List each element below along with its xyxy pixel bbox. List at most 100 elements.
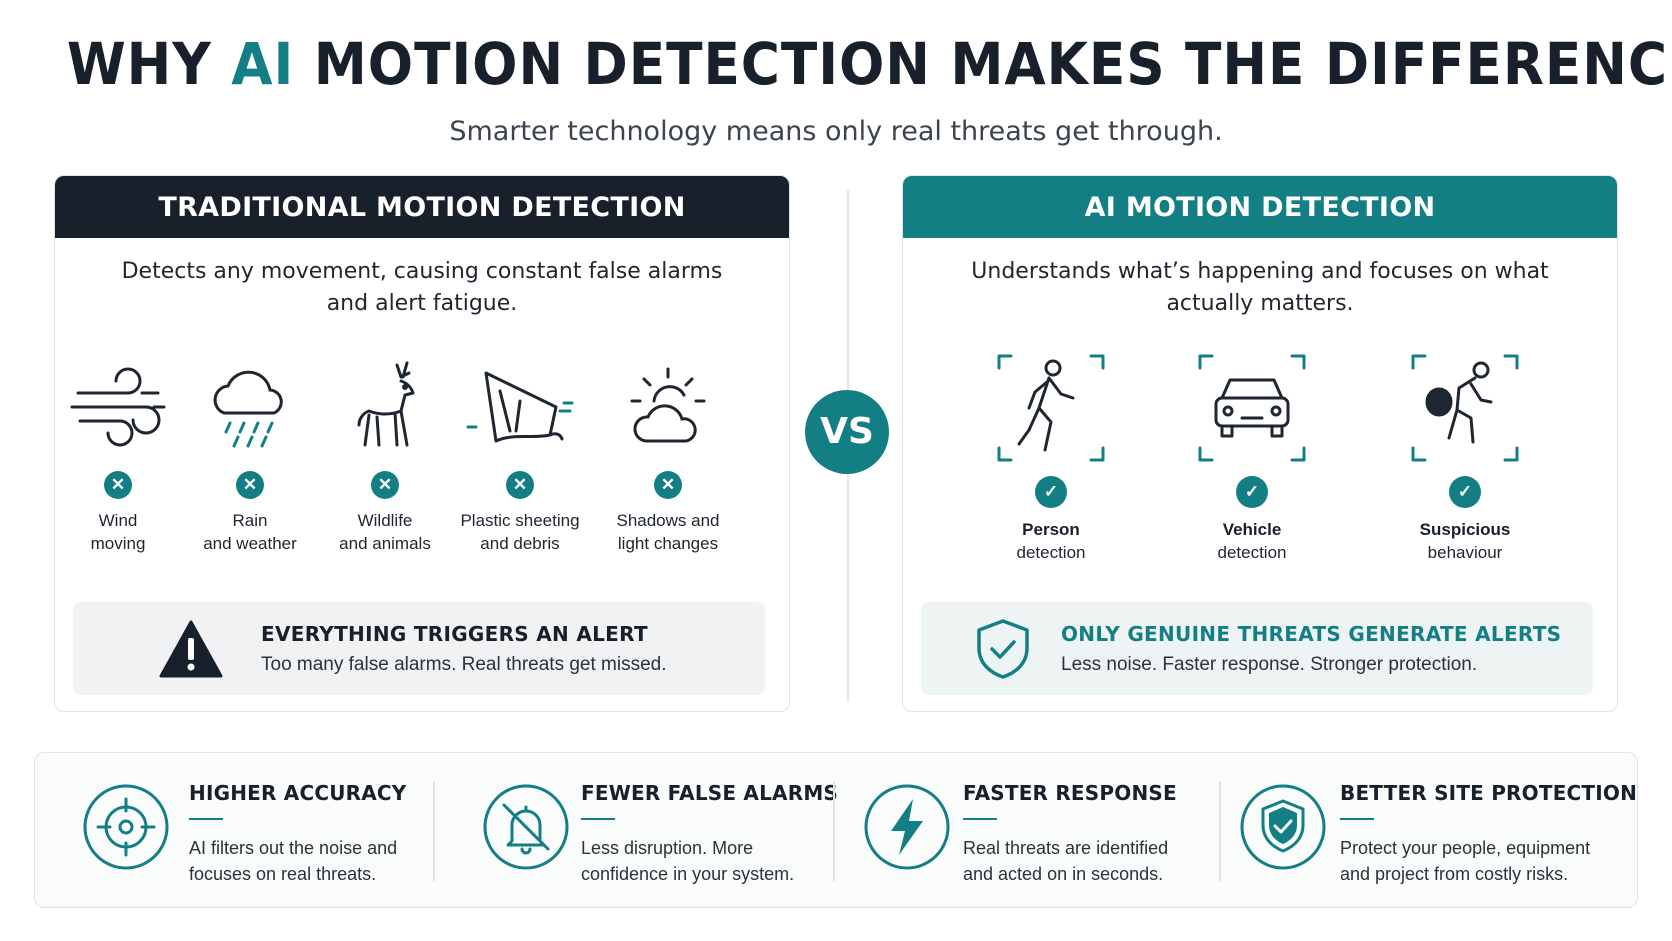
- x-circle-icon: ✕: [654, 471, 682, 499]
- trad-item-wildlife: ✕ Wildlife and animals: [310, 351, 460, 555]
- desc-line1: Protect your people, equipment: [1340, 838, 1591, 858]
- trad-item-label: Wildlife and animals: [310, 509, 460, 555]
- trad-item-label: Wind moving: [55, 509, 193, 555]
- benefit-underline: [1340, 818, 1374, 820]
- item-line2: and weather: [203, 534, 297, 553]
- item-line2: detection: [1016, 543, 1086, 562]
- item-line2: behaviour: [1427, 543, 1503, 562]
- x-circle-icon: ✕: [236, 471, 264, 499]
- person-walking-icon: [997, 354, 1105, 462]
- check-circle-icon: ✓: [1236, 476, 1268, 508]
- trad-item-rain: ✕ Rain and weather: [175, 351, 325, 555]
- benefit-false-alarms: FEWER FALSE ALARMS Less disruption. More…: [433, 753, 838, 909]
- benefit-separator: [833, 781, 835, 881]
- ai-item-label: Person detection: [976, 518, 1126, 564]
- benefit-accuracy: HIGHER ACCURACY AI filters out the noise…: [35, 753, 433, 909]
- ai-item-label: Vehicle detection: [1177, 518, 1327, 564]
- trad-item-plastic: ✕ Plastic sheeting and debris: [445, 351, 595, 555]
- wind-icon: [70, 367, 166, 447]
- traditional-panel: TRADITIONAL MOTION DETECTION Detects any…: [54, 175, 790, 712]
- divider-top: [847, 190, 849, 390]
- ai-heading: AI MOTION DETECTION: [903, 176, 1617, 238]
- page-title: WHY AI MOTION DETECTION MAKES THE DIFFER…: [66, 30, 1672, 98]
- deer-icon: [357, 361, 415, 447]
- benefit-faster: FASTER RESPONSE Real threats are identif…: [833, 753, 1219, 909]
- item-line1: Person: [1022, 520, 1080, 539]
- item-line1: Wildlife: [357, 511, 413, 530]
- desc-line1: Real threats are identified: [963, 838, 1169, 858]
- ai-items: ✓ Person detection ✓ Vehicle detection: [903, 351, 1617, 601]
- desc-line1: Less disruption. More: [581, 838, 754, 858]
- traditional-heading: TRADITIONAL MOTION DETECTION: [55, 176, 789, 238]
- trad-item-shadows: ✕ Shadows and light changes: [593, 351, 743, 555]
- page-subtitle: Smarter technology means only real threa…: [449, 116, 1223, 147]
- trad-item-label: Shadows and light changes: [593, 509, 743, 555]
- ai-item-person: ✓ Person detection: [976, 348, 1126, 564]
- desc-line2: confidence in your system.: [581, 864, 795, 884]
- lightning-icon: [864, 784, 950, 870]
- callout-text: Too many false alarms. Real threats get …: [261, 654, 667, 675]
- benefit-title: FEWER FALSE ALARMS: [581, 781, 839, 805]
- ai-callout: ONLY GENUINE THREATS GENERATE ALERTS Les…: [921, 602, 1593, 695]
- item-line1: Wind: [98, 511, 138, 530]
- item-line1: Rain: [232, 511, 268, 530]
- bell-off-icon: [483, 784, 569, 870]
- sun-cloud-icon: [630, 367, 706, 443]
- desc-line2: focuses on real threats.: [189, 864, 377, 884]
- desc-line2: and project from costly risks.: [1340, 864, 1569, 884]
- item-line2: detection: [1217, 543, 1287, 562]
- trad-item-label: Rain and weather: [175, 509, 325, 555]
- benefit-underline: [581, 818, 615, 820]
- traditional-description: Detects any movement, causing constant f…: [121, 259, 723, 316]
- item-line1: Plastic sheeting: [460, 511, 580, 530]
- warning-icon: [159, 620, 223, 678]
- shield-check-icon: [977, 619, 1029, 679]
- divider-bottom: [847, 474, 849, 702]
- trad-item-wind: ✕ Wind moving: [55, 351, 193, 555]
- title-pre: WHY: [66, 30, 232, 98]
- vs-badge: VS: [805, 390, 889, 474]
- benefits-bar: HIGHER ACCURACY AI filters out the noise…: [34, 752, 1638, 908]
- item-line1: Vehicle: [1222, 520, 1282, 539]
- x-circle-icon: ✕: [506, 471, 534, 499]
- benefit-title: HIGHER ACCURACY: [189, 781, 407, 805]
- item-line2: and debris: [480, 534, 560, 553]
- callout-text: Less noise. Faster response. Stronger pr…: [1061, 654, 1478, 675]
- x-circle-icon: ✕: [371, 471, 399, 499]
- x-circle-icon: ✕: [104, 471, 132, 499]
- callout-title: EVERYTHING TRIGGERS AN ALERT: [261, 622, 648, 646]
- trad-item-label: Plastic sheeting and debris: [445, 509, 595, 555]
- desc-line2: and acted on in seconds.: [963, 864, 1164, 884]
- benefit-title: BETTER SITE PROTECTION: [1340, 781, 1638, 805]
- title-post: MOTION DETECTION MAKES THE DIFFERENCE: [294, 30, 1672, 98]
- item-line2: and animals: [339, 534, 431, 553]
- benefit-description: Protect your people, equipment and projec…: [1340, 835, 1620, 887]
- title-accent: AI: [231, 30, 295, 98]
- crosshair-icon: [83, 784, 169, 870]
- benefit-underline: [963, 818, 997, 820]
- benefit-description: Less disruption. More confidence in your …: [581, 835, 821, 887]
- item-line2: light changes: [617, 534, 719, 553]
- ai-item-suspicious: ✓ Suspicious behaviour: [1390, 348, 1540, 564]
- ai-panel: AI MOTION DETECTION Understands what’s h…: [902, 175, 1618, 712]
- ai-item-vehicle: ✓ Vehicle detection: [1177, 348, 1327, 564]
- check-circle-icon: ✓: [1449, 476, 1481, 508]
- benefit-separator: [1219, 781, 1221, 881]
- item-line1: Shadows and: [616, 511, 720, 530]
- benefit-description: Real threats are identified and acted on …: [963, 835, 1203, 887]
- desc-line1: AI filters out the noise and: [189, 838, 398, 858]
- ai-description: Understands what’s happening and focuses…: [971, 259, 1549, 316]
- benefit-separator: [433, 781, 435, 881]
- car-icon: [1198, 354, 1306, 462]
- benefit-protection: BETTER SITE PROTECTION Protect your peop…: [1219, 753, 1637, 909]
- traditional-callout: EVERYTHING TRIGGERS AN ALERT Too many fa…: [73, 602, 765, 695]
- person-carrying-bag-icon: [1411, 354, 1519, 462]
- plastic-sheet-icon: [466, 371, 574, 443]
- item-line2: moving: [90, 534, 146, 553]
- check-circle-icon: ✓: [1035, 476, 1067, 508]
- callout-title: ONLY GENUINE THREATS GENERATE ALERTS: [1061, 622, 1562, 646]
- ai-item-label: Suspicious behaviour: [1390, 518, 1540, 564]
- item-line1: Suspicious: [1419, 520, 1511, 539]
- benefit-title: FASTER RESPONSE: [963, 781, 1177, 805]
- benefit-description: AI filters out the noise and focuses on r…: [189, 835, 429, 887]
